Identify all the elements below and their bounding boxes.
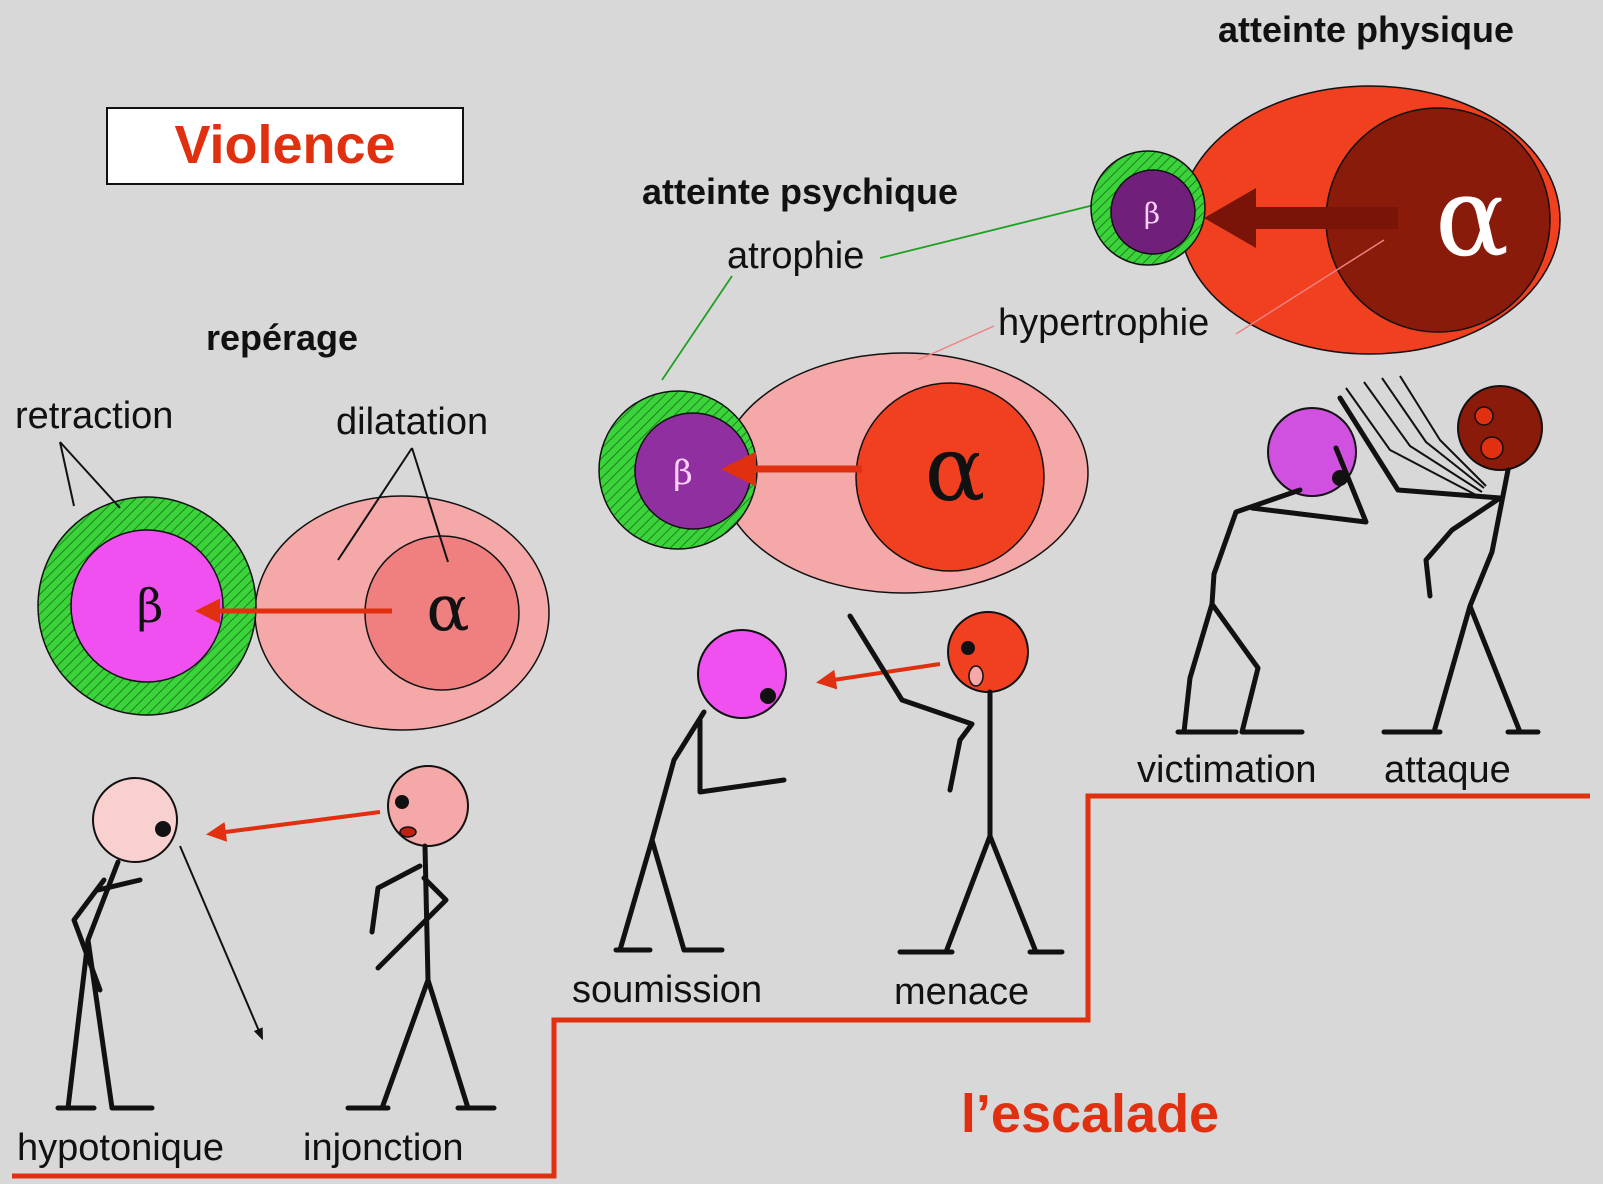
- label-dilatation: dilatation: [336, 401, 488, 443]
- figure-menace: [847, 611, 1065, 955]
- beta-symbol: β: [1144, 197, 1160, 230]
- label-hypertrophie: hypertrophie: [998, 302, 1209, 344]
- dilatation-pointer: [337, 447, 449, 563]
- caption-hypotonique: hypotonique: [17, 1127, 224, 1169]
- retraction-pointer: [59, 441, 121, 509]
- atrophie-pointer-short: [661, 275, 733, 381]
- caption-attaque: attaque: [1384, 749, 1511, 791]
- hypertrophie-pointer-short: [917, 325, 995, 361]
- hypertrophie-pointer-long: [1235, 239, 1385, 335]
- menace-arrow: [816, 662, 941, 690]
- figure-attaque: [1337, 385, 1543, 735]
- figure-soumission: [613, 629, 787, 953]
- beta-core: [1110, 169, 1196, 255]
- title-box: Violence: [106, 107, 464, 185]
- atrophie-pointer-long: [879, 203, 1099, 259]
- beta-symbol: β: [137, 579, 164, 633]
- caption-victimation: victimation: [1137, 749, 1317, 791]
- beta-core: [70, 529, 224, 683]
- label-retraction: retraction: [15, 395, 173, 437]
- physique-diagram: β α hypertrophie: [917, 85, 1561, 361]
- psychique-diagram: β α atrophie: [598, 203, 1099, 594]
- injonction-arrow: [206, 810, 381, 842]
- caption-menace: menace: [894, 971, 1029, 1013]
- label-atrophie: atrophie: [727, 235, 864, 277]
- attaque-motion-lines: [1345, 375, 1487, 497]
- figure-injonction: [345, 765, 497, 1111]
- escalade-label: l’escalade: [961, 1084, 1219, 1144]
- alpha-symbol: α: [925, 417, 986, 522]
- stage-heading-psychique: atteinte psychique: [642, 171, 958, 212]
- stage-heading-physique: atteinte physique: [1218, 9, 1514, 50]
- beta-symbol: β: [673, 453, 693, 493]
- alpha-symbol: α: [1435, 153, 1509, 281]
- physique-arrow-head: [1204, 188, 1256, 248]
- figure-hypotonique: [55, 777, 178, 1111]
- hypotonique-fall-arrow: [179, 845, 263, 1041]
- title-text: Violence: [174, 115, 395, 175]
- caption-soumission: soumission: [572, 969, 762, 1011]
- escalade-staircase: [12, 793, 1590, 1179]
- figure-victimation: [1175, 407, 1369, 735]
- stage-heading-reperage: repérage: [206, 317, 358, 358]
- alpha-symbol: α: [426, 572, 469, 646]
- caption-injonction: injonction: [303, 1127, 464, 1169]
- alpha-inner-zone: [855, 382, 1045, 572]
- reperage-diagram: β α retraction dilatation: [15, 395, 550, 731]
